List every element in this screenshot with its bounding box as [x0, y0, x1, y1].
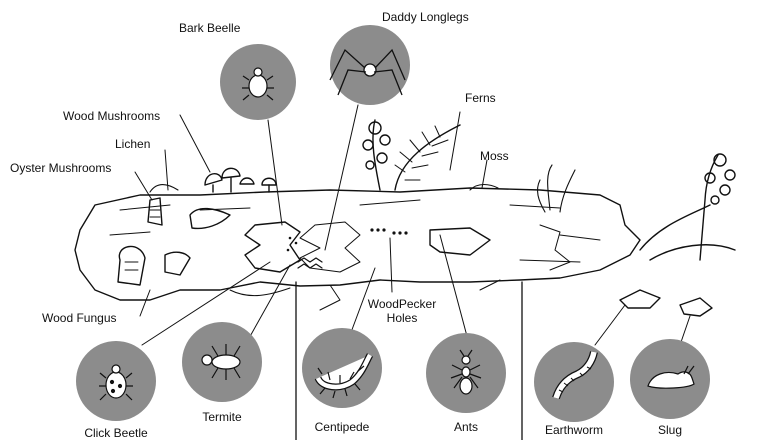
lichen-drawing: [150, 185, 178, 192]
click-beetle-circle: [76, 341, 156, 421]
label-bark-beetle: Bark Beelle: [179, 21, 240, 35]
wood-fungus-drawing: [118, 209, 230, 285]
label-earthworm: Earthworm: [533, 423, 615, 437]
label-woodpecker-holes-line2: Holes: [367, 311, 437, 325]
bark-beetle-circle: [220, 44, 296, 120]
slug-circle: [630, 339, 710, 419]
label-wood-mushrooms: Wood Mushrooms: [63, 109, 160, 123]
label-oyster-mushrooms: Oyster Mushrooms: [10, 161, 111, 175]
wood-mushrooms-drawing: [205, 168, 276, 192]
label-wood-fungus: Wood Fungus: [42, 311, 117, 325]
termite-circle: [182, 322, 262, 402]
label-centipede: Centipede: [300, 420, 384, 434]
ants-circle: [426, 333, 506, 413]
earthworm-circle: [534, 342, 614, 422]
fern-drawing: [363, 120, 460, 190]
label-moss: Moss: [480, 149, 509, 163]
woodpecker-holes: [287, 228, 408, 251]
label-ferns: Ferns: [465, 91, 496, 105]
grass-drawing: [538, 165, 575, 212]
label-lichen: Lichen: [115, 137, 150, 151]
log-body: [75, 188, 640, 310]
label-click-beetle: Click Beetle: [70, 426, 162, 440]
centipede-circle: [302, 328, 382, 408]
label-slug: Slug: [644, 423, 696, 437]
right-plants-drawing: [620, 154, 735, 316]
label-termite: Termite: [186, 410, 258, 424]
label-woodpecker-holes: WoodPecker Holes: [367, 297, 437, 325]
daddy-longlegs-circle: [330, 25, 410, 105]
label-ants: Ants: [440, 420, 492, 434]
label-woodpecker-holes-line1: WoodPecker: [367, 297, 437, 311]
oyster-mushrooms-drawing: [148, 198, 162, 225]
label-daddy-longlegs: Daddy Longlegs: [382, 10, 469, 24]
